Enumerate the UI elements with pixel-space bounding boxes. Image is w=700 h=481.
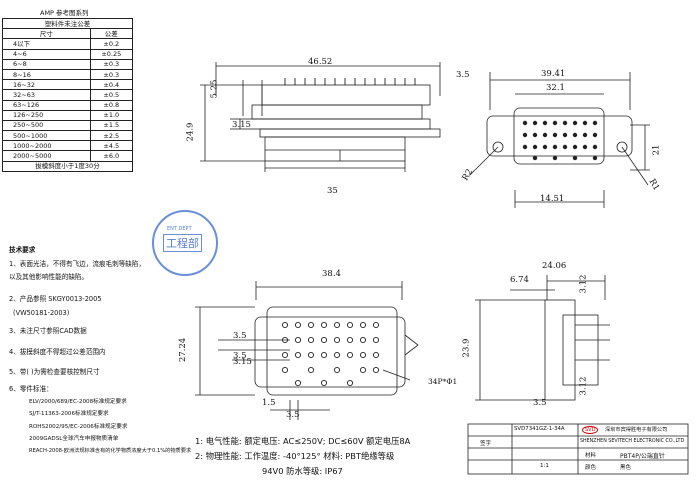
- dim-27-24: 27.24: [178, 337, 189, 363]
- title-color-value: 黑色: [620, 465, 632, 471]
- tolerance-table-title: AMP 参考图系列: [40, 9, 89, 17]
- dim-23-9: 23.9: [461, 338, 472, 358]
- tech-req-line: 4、拔模斜度不得超过公差范围内: [9, 348, 106, 356]
- dim-39-41: 39.41: [541, 69, 566, 79]
- side-view-bottom: [475, 275, 610, 401]
- front-view-top: [469, 72, 650, 208]
- dim-6-74: 6.74: [510, 275, 529, 285]
- dim-pins: 34P*Φ1: [428, 377, 458, 386]
- spec-line: 1: 电气性能: 额定电压: AC≤250V; DC≤60V 额定电压8A: [195, 436, 411, 446]
- pin-grid-bottom: [281, 321, 380, 387]
- dim-1-5: 1.5: [262, 398, 276, 408]
- dim-3-5-top: 3.5: [456, 70, 470, 80]
- dim-3-12-b: 3.12: [578, 376, 589, 396]
- side-view-top: [200, 62, 441, 172]
- title-product: PBT4P/公端直针: [620, 453, 665, 460]
- title-part-no: SVD7341GZ-1-34A: [514, 426, 565, 432]
- tech-req-line: 3、未注尺寸参照CAD数据: [9, 327, 87, 335]
- dim-21: 21: [651, 144, 662, 156]
- dim-32-1: 32.1: [546, 83, 565, 93]
- spec-line: 94V0 防水等级: IP67: [262, 466, 343, 476]
- pin-grid-top: [522, 120, 598, 161]
- title-logo: SVD: [582, 426, 599, 434]
- tolerance-footer: 拔模斜度小于1度30分: [2, 160, 133, 172]
- spec-line: 2: 物理性能: 工作温度: -40°125° 材料: PBT绝缘等级: [195, 451, 395, 461]
- title-block-frame: [467, 423, 689, 475]
- tech-req-line: 2009GADSL全球汽车申报物质清单: [29, 436, 119, 442]
- front-view-bottom: [195, 281, 419, 420]
- dim-3-15: 3.15: [232, 120, 251, 130]
- tech-req-line: 以及其他影响性能的缺陷。: [9, 273, 89, 281]
- title-color-label: 颜色: [585, 465, 597, 471]
- title-sign-label: 签字: [480, 441, 492, 447]
- dim-35: 35: [327, 186, 338, 196]
- tech-req-line: 1、表面光洁，不得有飞边，流痕毛刺等缺陷，: [9, 260, 146, 268]
- tech-req-line: 2、产品参照 SKGY0013-2005: [9, 295, 102, 303]
- dim-3-12: 3.12: [578, 274, 589, 294]
- tech-req-line: ELV/2000/689/EC-2008标准规定要求: [29, 399, 127, 405]
- title-company-cn: 深圳市宾得胜电子有限公司: [605, 427, 668, 433]
- dim-24-06: 24.06: [542, 261, 567, 271]
- engineering-stamp: 工程部 ENT DEPT: [152, 210, 218, 276]
- dim-38-4: 38.4: [322, 269, 341, 279]
- tech-req-line: 5、带( )为需检查要核控制尺寸: [9, 368, 100, 376]
- dim-3-5-b: 3.5: [233, 351, 247, 361]
- stamp-text: 工程部: [163, 234, 202, 252]
- dim-3-15-b: 3.15: [233, 357, 252, 367]
- title-material-label: 材料: [585, 453, 597, 459]
- dim-3-5-a: 3.5: [233, 331, 247, 341]
- tech-req-line: 6、零件标准：: [9, 385, 53, 393]
- stamp-subtext: ENT DEPT: [167, 226, 192, 232]
- dim-top-width: 46.52: [308, 57, 333, 67]
- tolerance-table: 塑料件未注公差 尺寸 公差 4以下±0.2 4~6±0.25 6~8±0.3 8…: [2, 17, 134, 172]
- dim-3-5-d: 3.5: [533, 398, 547, 408]
- tech-req-title: 技术要求: [9, 246, 36, 254]
- dim-5-25: 5.25: [209, 79, 220, 99]
- tech-req-line: ROHS2002/95/EC-2006标准规定要求: [29, 424, 128, 430]
- dim-24-9: 24.9: [185, 122, 196, 142]
- tech-req-line: SJ/T-11363-2006标准规定要求: [29, 411, 109, 417]
- dim-3-5-c: 3.5: [286, 410, 300, 420]
- title-company-en: SHENZHEN SEVITECH ELECTRONIC CO.,LTD: [580, 439, 685, 444]
- tech-req-line: (VW50181-2003): [13, 309, 70, 317]
- tech-req-line: REACH-2008-欧洲法规标准含有的化学物质浓度大于0.1%的物质要求: [29, 448, 192, 454]
- title-scale: 1:1: [540, 463, 549, 469]
- dim-14-51: 14.51: [540, 194, 565, 204]
